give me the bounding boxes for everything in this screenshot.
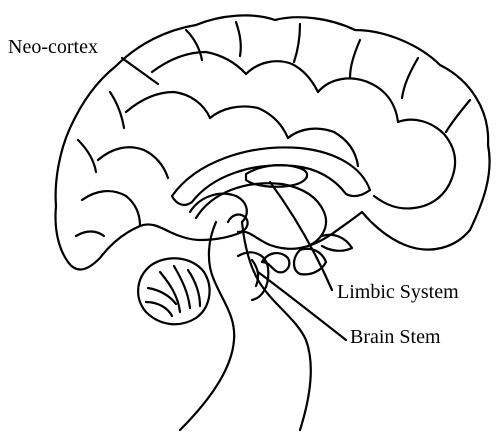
tectum: [262, 253, 289, 272]
sulcus-7: [210, 106, 288, 138]
sulcus-19: [78, 140, 96, 172]
sulcus-2: [246, 61, 318, 92]
sulcus-4: [398, 120, 455, 178]
sulcus-13: [236, 22, 241, 56]
sulcus-5: [374, 178, 452, 208]
sulcus-9: [98, 147, 168, 178]
sulcus-3: [318, 78, 398, 122]
brain-stem-left: [180, 222, 234, 430]
neocortex-label: Neo-cortex: [8, 37, 98, 57]
sulcus-16: [402, 58, 418, 98]
sulcus-14: [294, 24, 300, 62]
limbic-system-label: Limbic System: [337, 282, 459, 302]
pituitary: [228, 215, 248, 232]
corpus-callosum: [172, 147, 370, 204]
sulcus-1: [152, 52, 246, 74]
sulcus-10: [82, 191, 140, 226]
cerebellum-fold-2: [174, 266, 190, 308]
brain-stem-label: Brain Stem: [350, 327, 441, 347]
sulcus-18: [110, 92, 124, 128]
inner-loop: [190, 194, 247, 222]
sulcus-11: [76, 232, 104, 237]
sulcus-17: [446, 100, 470, 132]
neocortex-outline: [56, 15, 490, 269]
cerebellum-fold-5: [146, 302, 172, 316]
sulcus-12: [186, 30, 202, 60]
sulcus-6: [126, 92, 210, 118]
sulcus-15: [350, 40, 360, 78]
limbic-lobe: [294, 249, 326, 275]
brainstem-pointer: [258, 272, 346, 340]
